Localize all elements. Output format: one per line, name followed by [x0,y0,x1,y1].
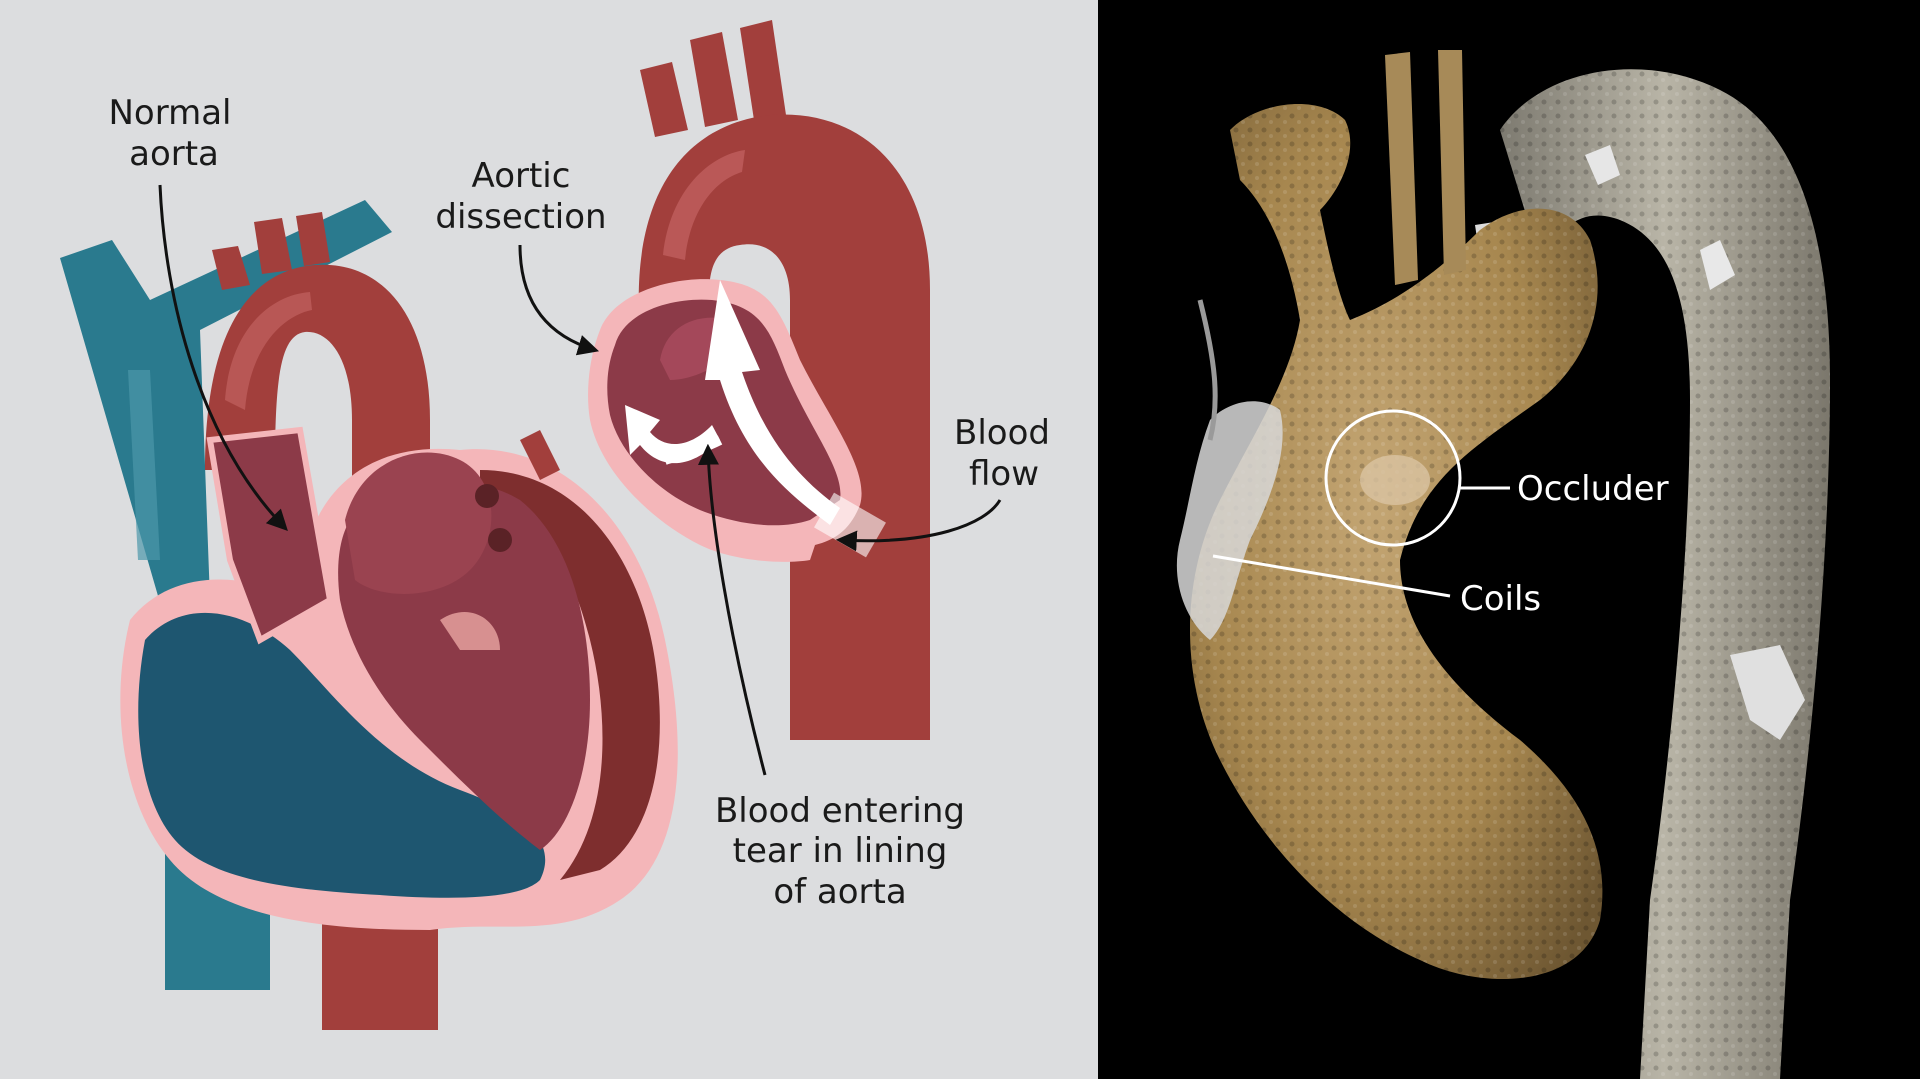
pointer-coils [1212,554,1451,598]
occluder-circle [1324,409,1462,547]
label-blood-entering-line2: tear in lining [733,831,948,871]
label-coils: Coils [1460,579,1541,619]
label-normal-aorta-line1: Normal [108,93,231,133]
label-blood-entering-line1: Blood entering [715,791,965,831]
pointer-blood-flow [835,499,1002,552]
pointer-normal-aorta [158,184,288,532]
heart-illustration [60,200,678,1030]
label-aortic-dissection-line1: Aortic [472,156,571,196]
ct-scan-rendering [1176,50,1830,1079]
pointer-blood-entering [697,443,767,776]
label-blood-flow-line2: flow [969,454,1039,494]
label-blood-flow-line1: Blood [954,413,1050,453]
label-normal-aorta: Normal aorta [108,93,231,174]
dissected-aorta-illustration [588,20,930,741]
blood-flow-arrow [705,280,840,525]
label-aortic-dissection-line2: dissection [435,197,606,237]
label-blood-flow: Blood flow [954,413,1050,494]
label-occluder: Occluder [1517,469,1669,509]
right-ventricle [138,612,546,898]
label-aortic-dissection: Aortic dissection [435,156,606,237]
ct-occluder [1360,455,1430,505]
pointer-aortic-dissection [518,244,600,356]
label-normal-aorta-line2: aorta [129,134,219,174]
ct-coils [1176,401,1283,640]
dissected-aorta-arch [638,114,930,741]
label-blood-entering: Blood entering tear in lining of aorta [715,791,965,912]
label-blood-entering-line3: of aorta [773,872,906,912]
